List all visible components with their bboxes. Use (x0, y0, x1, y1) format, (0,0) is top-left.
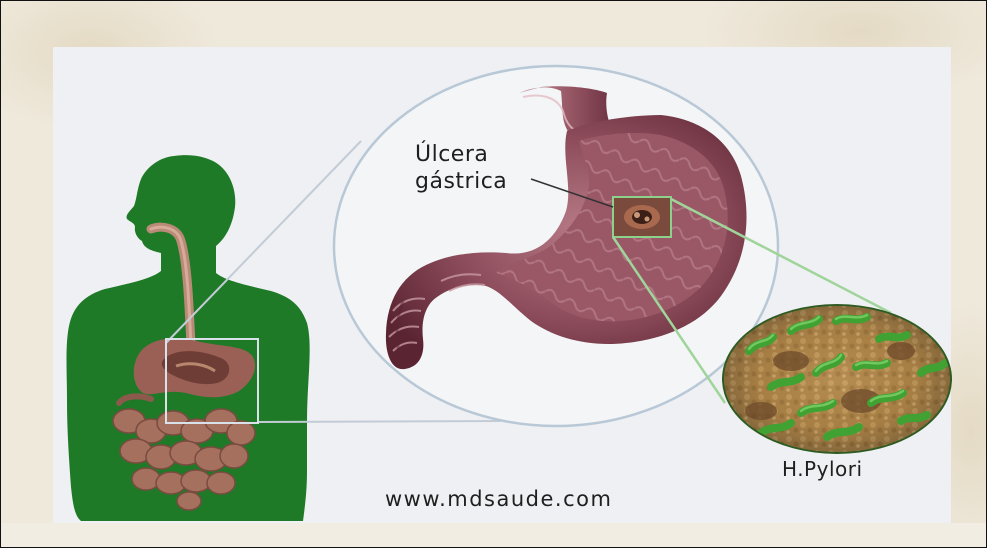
bottom-paper-strip (1, 523, 987, 548)
ulcer-label-line2: gástrica (415, 168, 507, 195)
ulcer-icon (613, 197, 671, 237)
website-label: www.mdsaude.com (385, 487, 612, 511)
bacteria-label: H.Pylori (782, 457, 863, 481)
ulcer-label-line1: Úlcera (415, 141, 507, 168)
h-pylori-bacteria-icon (722, 304, 952, 454)
ulcer-label: Úlcera gástrica (415, 141, 507, 195)
